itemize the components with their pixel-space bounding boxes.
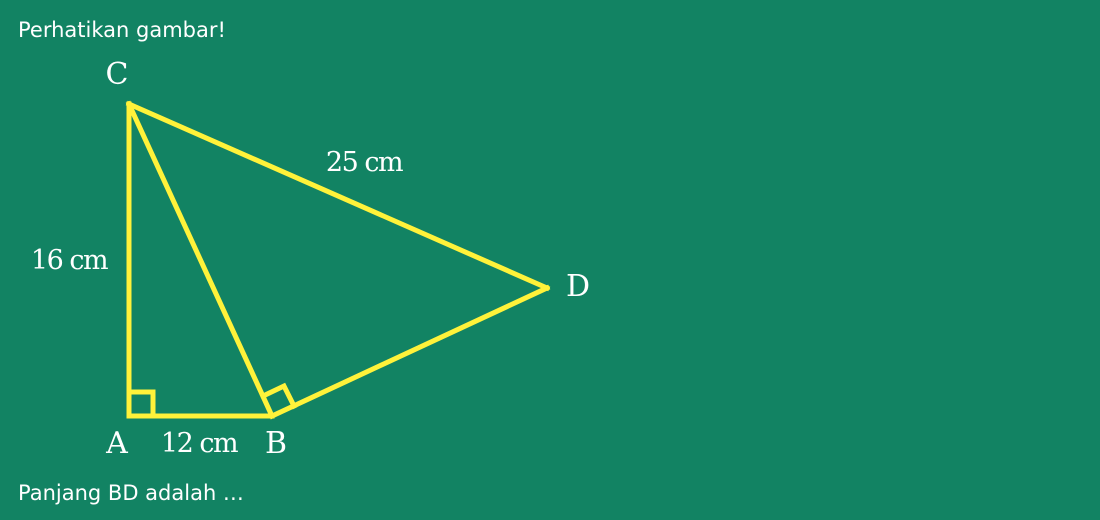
- segment-cd: [125, 100, 551, 292]
- side-label-ab: 12 cm: [161, 428, 238, 459]
- segment-bc: [125, 100, 276, 420]
- question-text: Panjang BD adalah …: [18, 481, 244, 505]
- vertex-label-b: B: [265, 426, 287, 461]
- vertex-label-a: A: [105, 426, 128, 461]
- vertex-label-d: D: [566, 269, 590, 304]
- vertex-label-c: C: [106, 57, 129, 92]
- intro-text: Perhatikan gambar!: [18, 18, 226, 42]
- side-label-cd: 25 cm: [326, 147, 403, 178]
- right-angle-mark-a: [126, 389, 156, 419]
- segment-bd: [268, 284, 551, 420]
- side-label-ac: 16 cm: [31, 245, 108, 276]
- right-angle-mark-b: [259, 382, 298, 410]
